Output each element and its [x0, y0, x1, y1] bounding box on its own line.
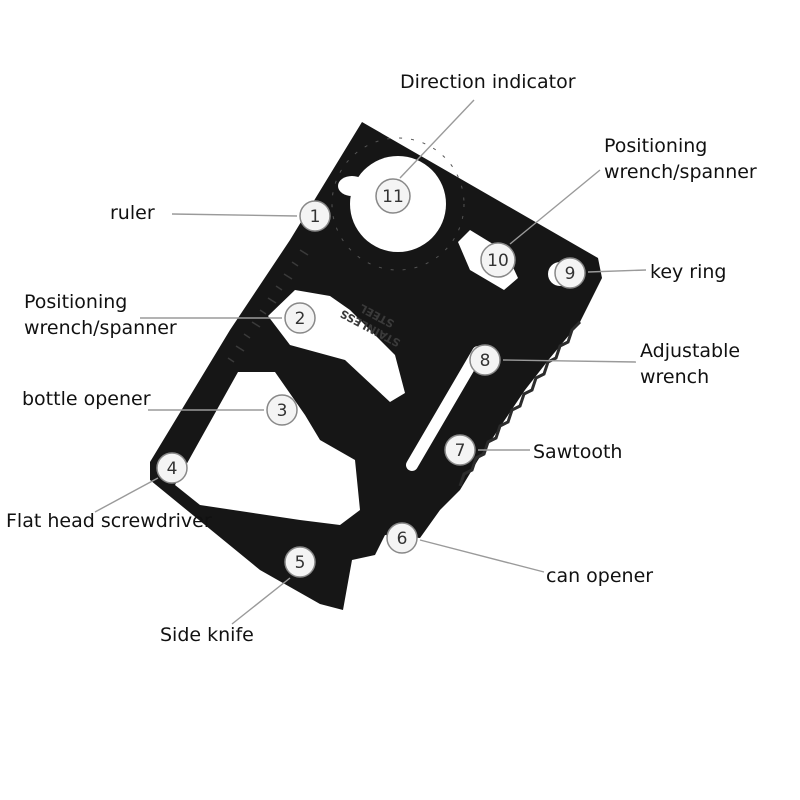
badge-circle-6 [386, 522, 418, 554]
callout-label-3: bottle opener [22, 386, 151, 412]
badge-circle-8 [469, 344, 501, 376]
number-badge-9: 9 [554, 257, 586, 289]
sawtooth-edge [458, 320, 582, 487]
leader-line-10 [509, 169, 601, 245]
callout-label-line: Positioning [604, 135, 708, 157]
badge-number-10: 10 [487, 251, 509, 271]
number-badge-10: 10 [480, 242, 516, 278]
badge-circle-7 [444, 434, 476, 466]
callout-label-11: Direction indicator [400, 69, 576, 95]
badge-circle-2 [284, 302, 316, 334]
callout-label-1: ruler [110, 200, 155, 226]
callout-label-line: key ring [650, 261, 727, 283]
badge-number-2: 2 [295, 309, 306, 329]
badge-number-4: 4 [167, 459, 178, 479]
badge-circle-3 [266, 394, 298, 426]
callout-label-8: Adjustable wrench [640, 338, 740, 390]
callout-label-5: Side knife [160, 622, 254, 648]
leader-line-6 [419, 539, 545, 573]
adjustable-wrench-slot [406, 346, 484, 471]
number-badge-5: 5 [284, 546, 316, 578]
callout-label-line: Direction indicator [400, 71, 576, 93]
number-badge-2: 2 [284, 302, 316, 334]
leader-line-9 [587, 269, 647, 273]
callout-label-2: Positioning wrench/spanner [24, 289, 177, 341]
callout-label-line: wrench/spanner [604, 161, 757, 183]
badge-number-3: 3 [277, 401, 288, 421]
callout-label-9: key ring [650, 259, 727, 285]
leader-lines [94, 99, 647, 625]
ruler-ticks [227, 249, 309, 363]
badge-circle-11 [375, 178, 411, 214]
callout-label-line: ruler [110, 202, 155, 224]
badge-circle-9 [554, 257, 586, 289]
badge-number-8: 8 [480, 351, 491, 371]
number-badge-1: 1 [299, 200, 331, 232]
badge-circle-5 [284, 546, 316, 578]
number-badge-8: 8 [469, 344, 501, 376]
leader-line-4 [94, 477, 159, 513]
callout-label-10: Positioning wrench/spanner [604, 133, 757, 185]
callout-label-line: can opener [546, 565, 654, 587]
leader-line-1 [171, 213, 298, 217]
callout-label-line: wrench/spanner [24, 317, 177, 339]
badge-circle-1 [299, 200, 331, 232]
badge-circle-4 [156, 452, 188, 484]
leader-line-5 [231, 577, 291, 625]
number-badge-11: 11 [375, 178, 411, 214]
callout-label-line: Side knife [160, 624, 254, 646]
callout-label-line: wrench [640, 366, 710, 388]
callout-label-line: Adjustable [640, 340, 741, 362]
badge-number-9: 9 [565, 264, 576, 284]
badge-number-5: 5 [295, 553, 306, 573]
badge-number-7: 7 [455, 441, 466, 461]
leader-line-11 [399, 99, 475, 179]
badge-number-11: 11 [382, 187, 404, 207]
compass-notch [338, 176, 366, 196]
number-badge-4: 4 [156, 452, 188, 484]
callout-label-4: Flat head screwdriver [6, 508, 212, 534]
number-badge-6: 6 [386, 522, 418, 554]
number-badge-3: 3 [266, 394, 298, 426]
callout-label-7: Sawtooth [533, 439, 622, 465]
number-badges: 1 2 3 4 5 6 7 8 9 10 11 [156, 178, 586, 578]
leader-line-8 [502, 359, 637, 363]
badge-circle-10 [480, 242, 516, 278]
callout-label-line: Sawtooth [533, 441, 623, 463]
callout-label-line: Flat head screwdriver [6, 510, 212, 532]
callout-label-line: bottle opener [22, 388, 151, 410]
callout-label-6: can opener [546, 563, 653, 589]
badge-number-1: 1 [310, 207, 321, 227]
number-badge-7: 7 [444, 434, 476, 466]
badge-number-6: 6 [397, 529, 408, 549]
compass-ring [331, 137, 465, 271]
callout-label-line: Positioning [24, 291, 128, 313]
